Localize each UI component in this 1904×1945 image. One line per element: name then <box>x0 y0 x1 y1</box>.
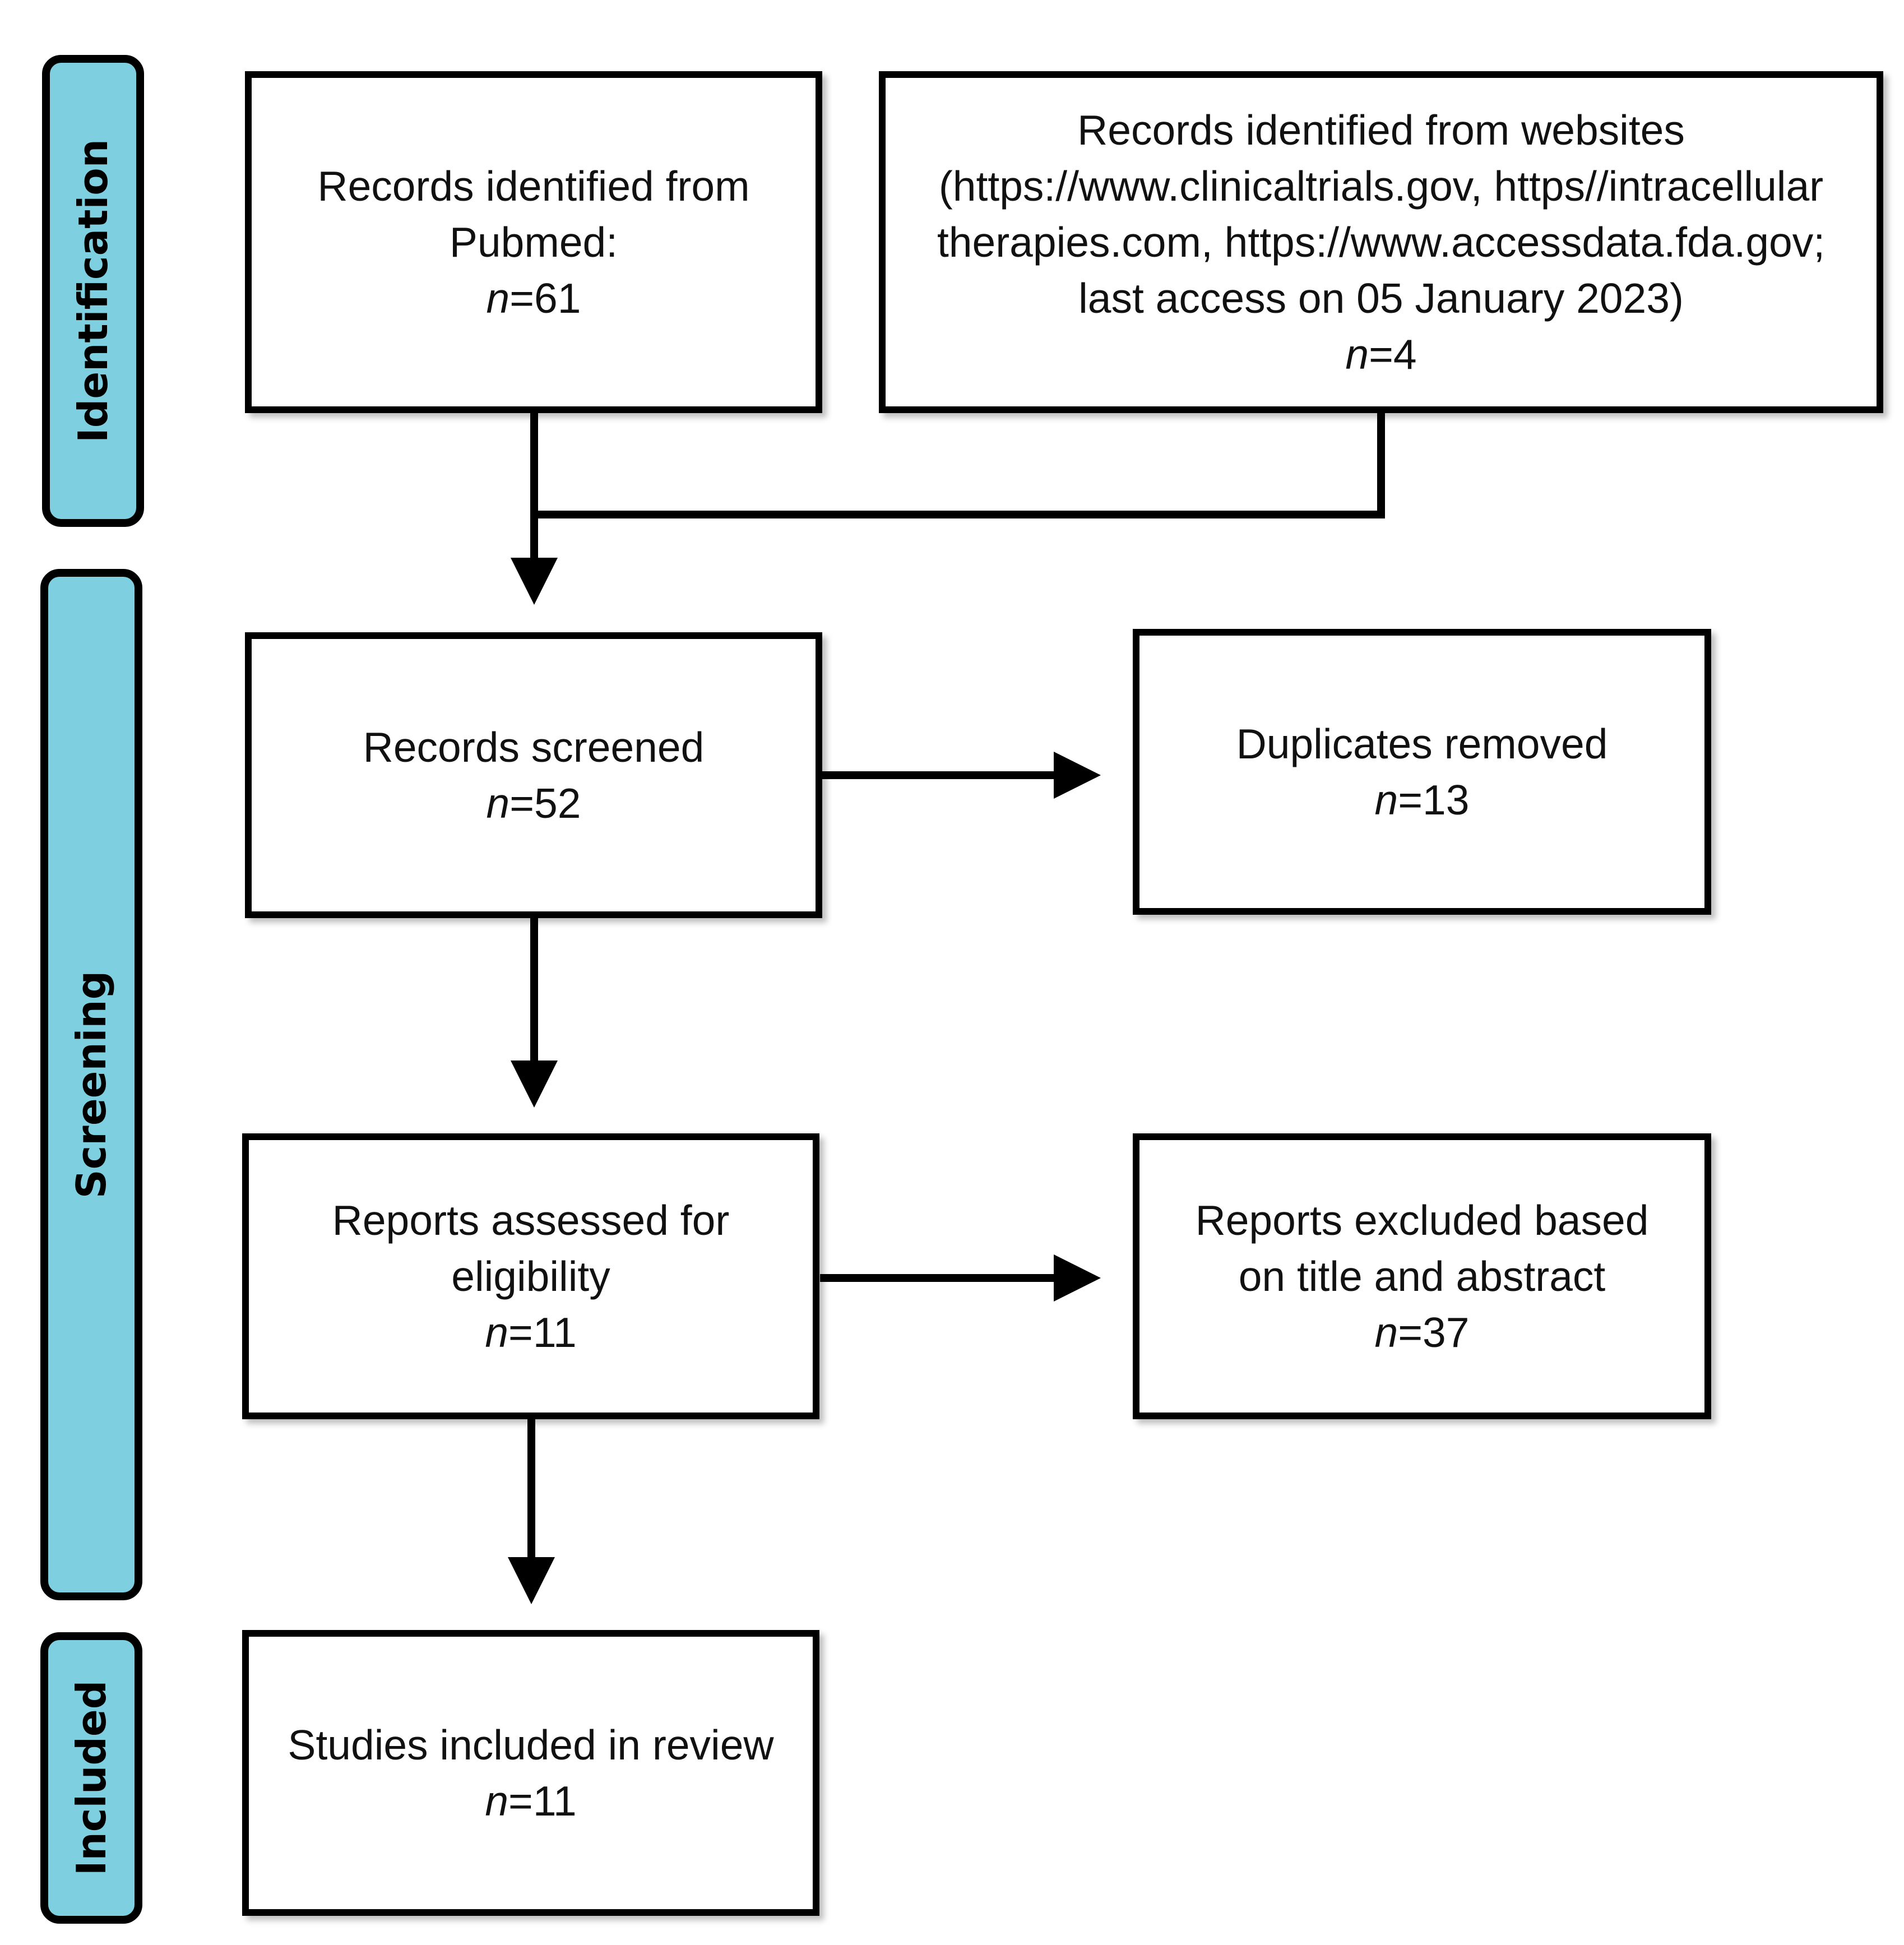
box-line: last access on 05 January 2023) <box>1078 275 1684 322</box>
box-count: n=37 <box>1374 1309 1470 1356</box>
box-count: n=11 <box>485 1777 577 1824</box>
box-duplicates-removed: Duplicates removed n=13 <box>1133 629 1711 915</box>
box-line: (https://www.clinicaltrials.gov, https//… <box>938 163 1824 210</box>
box-line: Reports excluded based <box>1195 1197 1649 1244</box>
box-line: Records identified from <box>317 163 750 210</box>
phase-included: Included <box>40 1632 142 1924</box>
phase-screening: Screening <box>40 569 142 1600</box>
phase-identification: Identification <box>42 55 144 527</box>
box-line: eligibility <box>451 1253 610 1300</box>
box-line: Records identified from websites <box>1077 106 1685 154</box>
box-line: Studies included in review <box>288 1721 774 1768</box>
box-reports-excluded: Reports excluded based on title and abst… <box>1133 1133 1711 1419</box>
box-line: Pubmed: <box>449 219 618 266</box>
box-line: Reports assessed for <box>332 1197 730 1244</box>
box-line: therapies.com, https://www.accessdata.fd… <box>937 219 1826 266</box>
box-line: on title and abstract <box>1238 1253 1606 1300</box>
box-pubmed-records: Records identified from Pubmed: n=61 <box>245 71 822 413</box>
box-records-screened: Records screened n=52 <box>245 632 822 918</box>
box-website-records: Records identified from websites (https:… <box>879 71 1883 413</box>
box-reports-assessed: Reports assessed for eligibility n=11 <box>242 1133 819 1419</box>
box-line: Duplicates removed <box>1236 720 1608 767</box>
box-count: n=4 <box>1345 331 1417 378</box>
box-count: n=52 <box>486 780 581 827</box>
box-studies-included: Studies included in review n=11 <box>242 1630 819 1916</box>
box-count: n=13 <box>1374 776 1470 823</box>
box-count: n=61 <box>486 275 581 322</box>
box-count: n=11 <box>485 1309 577 1356</box>
box-line: Records screened <box>363 724 705 771</box>
